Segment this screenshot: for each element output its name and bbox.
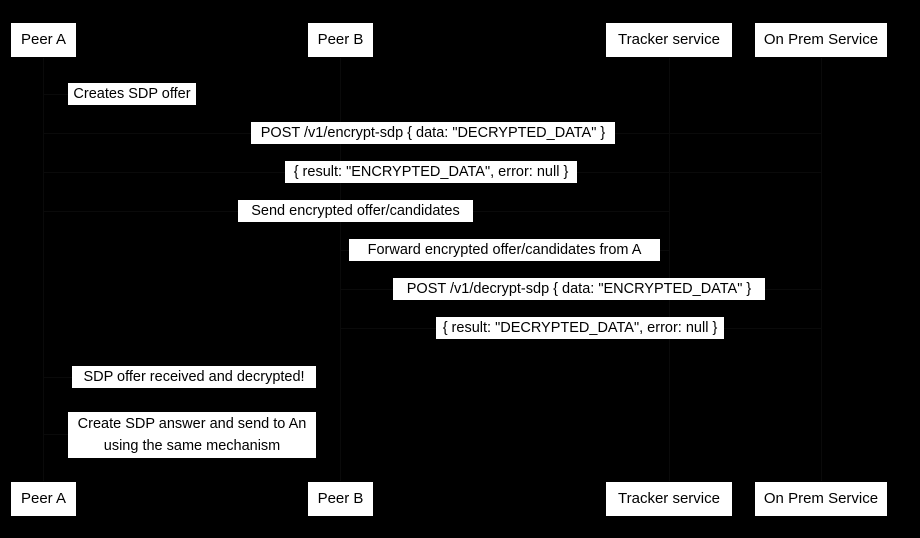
- participant-header-tracker-service[interactable]: Tracker service: [605, 22, 733, 58]
- message-label-post-decrypt-sdp: POST /v1/decrypt-sdp { data: "ENCRYPTED_…: [393, 278, 765, 300]
- message-label-forward-encrypted-offer: Forward encrypted offer/candidates from …: [349, 239, 660, 261]
- lifeline-on-prem-service: [821, 58, 822, 481]
- participant-footer-peer-b[interactable]: Peer B: [307, 481, 374, 517]
- participant-footer-on-prem-service[interactable]: On Prem Service: [754, 481, 888, 517]
- message-label-post-encrypt-sdp: POST /v1/encrypt-sdp { data: "DECRYPTED_…: [251, 122, 615, 144]
- message-label-encrypted-data-result: { result: "ENCRYPTED_DATA", error: null …: [285, 161, 577, 183]
- message-label-create-sdp-answer: Create SDP answer and send to An using th…: [68, 412, 316, 458]
- message-label-create-sdp-answer-line2: using the same mechanism: [103, 438, 281, 454]
- message-label-sdp-offer-received: SDP offer received and decrypted!: [72, 366, 316, 388]
- lifeline-tracker-service: [669, 58, 670, 481]
- participant-footer-tracker-service[interactable]: Tracker service: [605, 481, 733, 517]
- participant-header-on-prem-service[interactable]: On Prem Service: [754, 22, 888, 58]
- participant-header-peer-b[interactable]: Peer B: [307, 22, 374, 58]
- participant-footer-peer-a[interactable]: Peer A: [10, 481, 77, 517]
- lifeline-peer-b: [340, 58, 341, 481]
- message-label-decrypted-data-result: { result: "DECRYPTED_DATA", error: null …: [436, 317, 724, 339]
- participant-header-peer-a[interactable]: Peer A: [10, 22, 77, 58]
- message-label-creates-sdp-offer: Creates SDP offer: [68, 83, 196, 105]
- message-label-send-encrypted-offer: Send encrypted offer/candidates: [238, 200, 473, 222]
- message-label-create-sdp-answer-line1: Create SDP answer and send to An: [77, 416, 307, 432]
- lifeline-peer-a: [43, 58, 44, 481]
